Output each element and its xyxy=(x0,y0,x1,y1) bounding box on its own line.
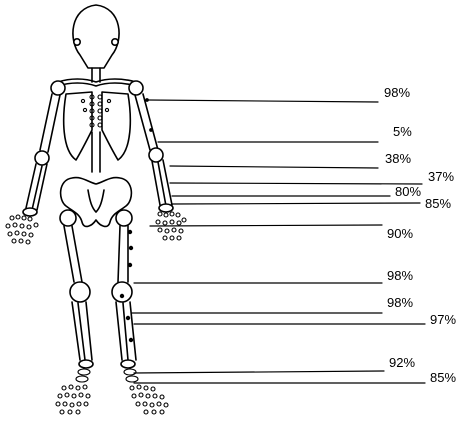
skull xyxy=(73,5,119,68)
percentage-labels: 98% 5% 38% 37% 80% 85% 90% 98% 98% 97% 9… xyxy=(384,85,456,385)
left-ankle xyxy=(79,360,93,368)
left-foot-tarsals xyxy=(76,369,90,382)
left-foot xyxy=(56,385,90,414)
right-femur xyxy=(118,226,128,282)
label-98-tibia: 98% xyxy=(387,295,413,310)
left-wrist xyxy=(23,208,37,216)
leader-line-hand-85 xyxy=(172,203,420,204)
left-humerus xyxy=(40,94,60,152)
right-humerus xyxy=(135,94,158,150)
left-hand xyxy=(6,215,38,244)
right-knee-marker xyxy=(121,295,124,298)
right-femur-markers xyxy=(129,231,133,267)
label-98-knee: 98% xyxy=(387,268,413,283)
left-forearm xyxy=(26,164,47,210)
left-tibia-fibula xyxy=(72,302,92,360)
leader-line-upper-arm xyxy=(148,100,378,102)
left-knee-joint xyxy=(70,282,90,302)
left-elbow-joint xyxy=(35,151,49,165)
left-shoulder-joint xyxy=(51,81,65,95)
leader-lines xyxy=(132,100,425,383)
right-knee-joint xyxy=(112,282,132,302)
right-tibia-fibula xyxy=(116,302,136,360)
leader-line-wrist xyxy=(170,183,422,184)
right-ankle xyxy=(121,360,135,368)
label-98-upper-arm: 98% xyxy=(384,85,410,100)
right-foot xyxy=(130,385,168,414)
right-foot-tarsals xyxy=(124,369,138,382)
right-shoulder-joint xyxy=(129,81,143,95)
left-femur xyxy=(64,226,82,282)
right-forearm xyxy=(152,160,172,206)
label-5-elbow: 5% xyxy=(393,124,412,139)
left-hip-joint xyxy=(60,210,76,226)
right-wrist xyxy=(159,204,173,212)
label-97-fibula: 97% xyxy=(430,312,456,327)
cervical-spine xyxy=(92,68,100,82)
label-90-hip: 90% xyxy=(387,226,413,241)
label-38-forearm: 38% xyxy=(385,151,411,166)
leader-line-forearm xyxy=(170,166,378,168)
label-37-wrist: 37% xyxy=(428,169,454,184)
label-85-hand: 85% xyxy=(425,196,451,211)
rib-cage xyxy=(64,92,131,160)
spine-vertebrae xyxy=(81,95,110,172)
right-hip-joint xyxy=(116,210,132,226)
label-80-hand: 80% xyxy=(395,184,421,199)
leader-line-ankle xyxy=(134,371,384,373)
right-elbow-joint xyxy=(149,148,163,162)
label-92-ankle: 92% xyxy=(389,355,415,370)
clavicles xyxy=(58,79,136,86)
label-85-foot: 85% xyxy=(430,370,456,385)
leader-line-hip xyxy=(150,225,382,226)
